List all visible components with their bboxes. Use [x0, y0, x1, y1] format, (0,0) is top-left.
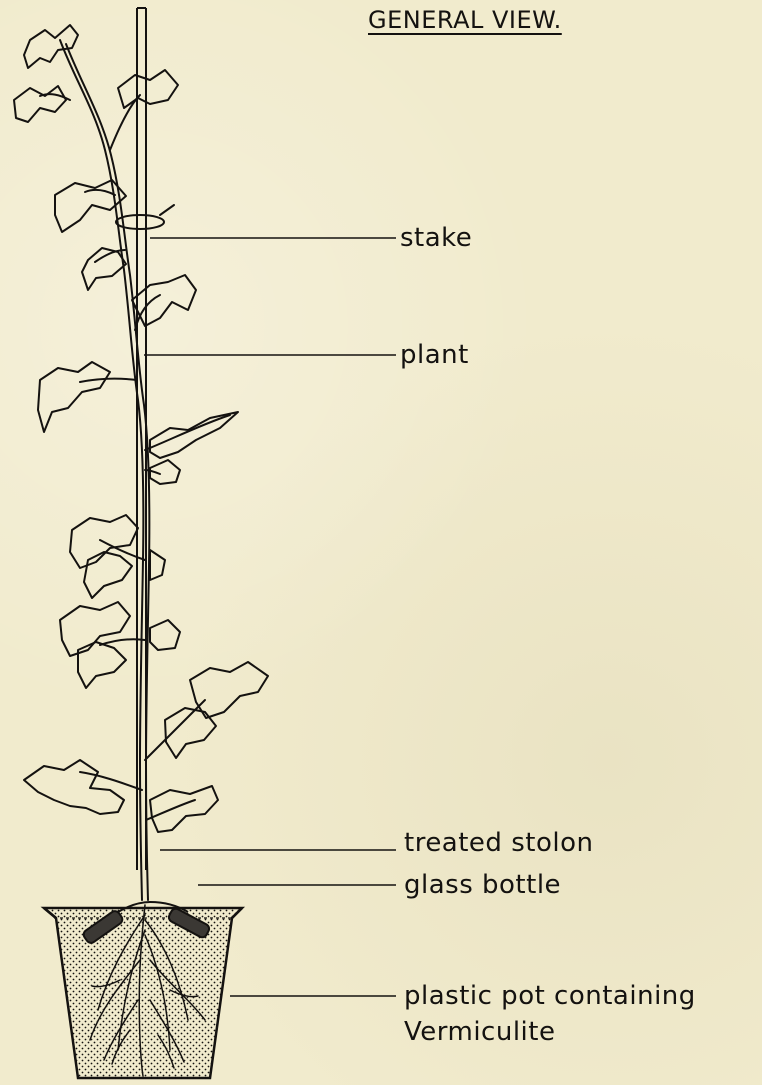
plant-stem [40, 40, 230, 900]
label-pot-line1: plastic pot containing [404, 979, 696, 1013]
label-pot-line2: Vermiculite [404, 1015, 555, 1049]
label-stake: stake [400, 221, 472, 255]
label-glass-bottle: glass bottle [404, 868, 561, 902]
diagram-title: GENERAL VIEW. [368, 6, 562, 34]
leader-lines [144, 238, 396, 996]
label-plant: plant [400, 338, 469, 372]
label-treated-stolon: treated stolon [404, 826, 593, 860]
